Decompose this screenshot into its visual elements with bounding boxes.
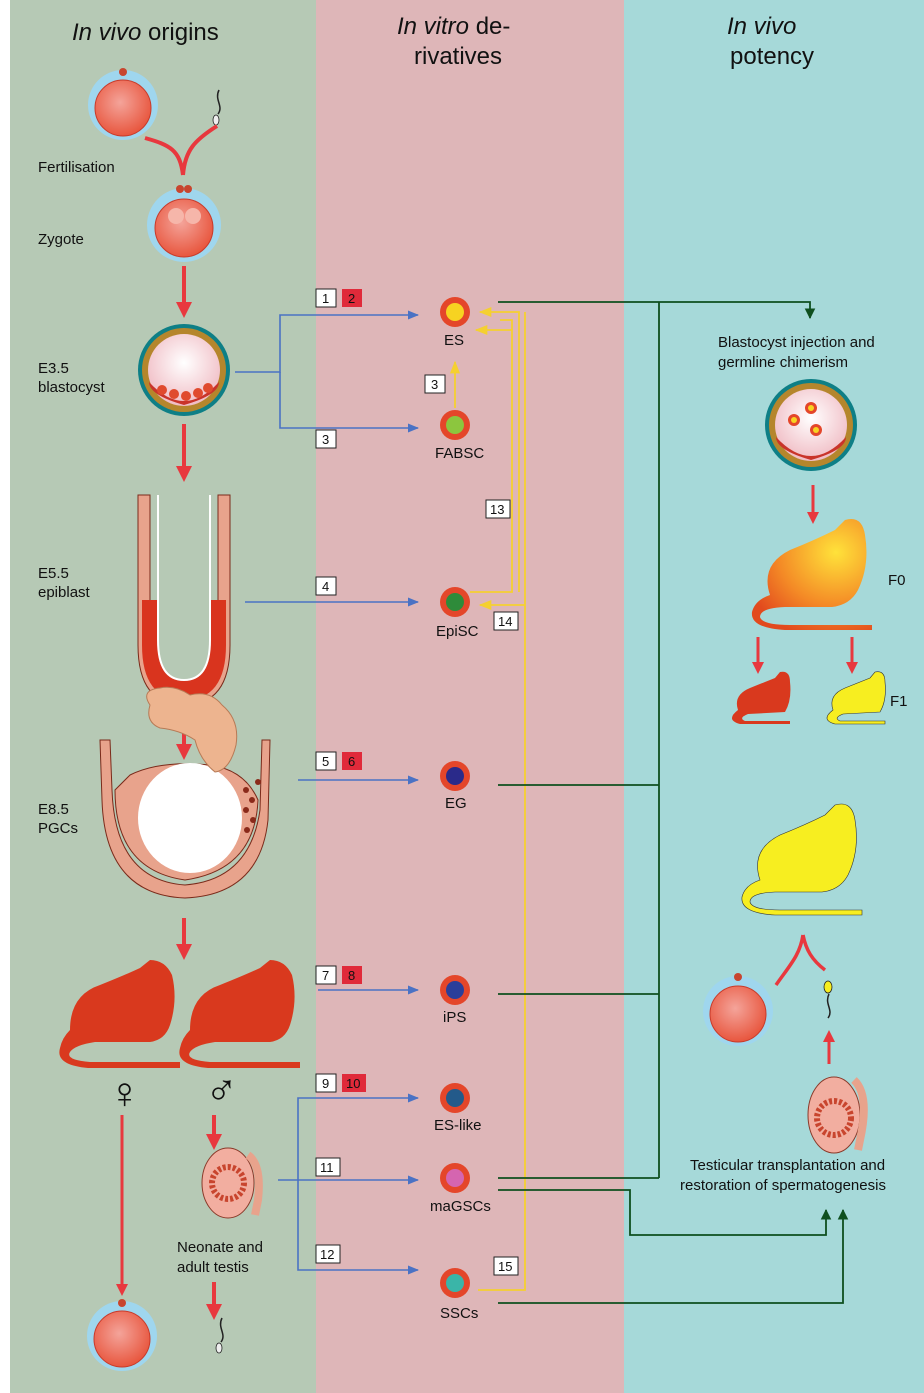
num-5: 5: [322, 754, 329, 769]
label-f0: F0: [888, 572, 906, 589]
label-epiblast: epiblast: [38, 584, 91, 601]
es-cell: [440, 297, 470, 327]
num-10: 10: [346, 1076, 360, 1091]
column-in-vitro-derivatives: [316, 0, 624, 1393]
label-episc: EpiSC: [436, 623, 479, 640]
ips-cell: [440, 975, 470, 1005]
header-in-vitro-line2: rivatives: [414, 43, 502, 70]
label-adult-testis: adult testis: [177, 1259, 249, 1276]
female-symbol: ♀: [108, 1069, 141, 1118]
num-13: 13: [490, 502, 504, 517]
label-fertilisation: Fertilisation: [38, 159, 115, 176]
header-in-vivo-origins: In vivo origins: [72, 19, 219, 46]
num-3-es: 3: [431, 377, 438, 392]
label-restoration-spermatogenesis: restoration of spermatogenesis: [680, 1177, 886, 1194]
num-2: 2: [348, 291, 355, 306]
num-4: 4: [322, 579, 329, 594]
num-7: 7: [322, 968, 329, 983]
label-es: ES: [444, 332, 464, 349]
label-zygote: Zygote: [38, 231, 84, 248]
sscs-cell: [440, 1268, 470, 1298]
label-e85: E8.5: [38, 801, 69, 818]
header-in-vitro-derivatives: In vitro de-: [397, 13, 510, 40]
magscs-cell: [440, 1163, 470, 1193]
label-f1: F1: [890, 693, 908, 710]
num-12: 12: [320, 1247, 334, 1262]
num-6: 6: [348, 754, 355, 769]
num-1: 1: [322, 291, 329, 306]
label-fabsc: FABSC: [435, 445, 484, 462]
header-in-vivo-potency: In vivo: [727, 13, 796, 40]
label-testicular-transplantation: Testicular transplantation and: [690, 1157, 885, 1174]
num-3-fabsc: 3: [322, 432, 329, 447]
blastocyst-icon: [138, 324, 230, 416]
label-blastocyst-injection: Blastocyst injection and: [718, 334, 875, 351]
label-pgcs: PGCs: [38, 820, 78, 837]
label-blastocyst: blastocyst: [38, 379, 106, 396]
num-14: 14: [498, 614, 512, 629]
label-ips: iPS: [443, 1009, 466, 1026]
num-15: 15: [498, 1259, 512, 1274]
header-in-vivo-potency-line2: potency: [730, 43, 814, 70]
num-9: 9: [322, 1076, 329, 1091]
es-like-cell: [440, 1083, 470, 1113]
label-e35: E3.5: [38, 360, 69, 377]
label-germline-chimerism: germline chimerism: [718, 354, 848, 371]
episc-cell: [440, 587, 470, 617]
label-es-like: ES-like: [434, 1117, 482, 1134]
label-sscs: SSCs: [440, 1305, 478, 1322]
label-neonate-and: Neonate and: [177, 1239, 263, 1256]
label-eg: EG: [445, 795, 467, 812]
injected-blastocyst-icon: [765, 379, 857, 471]
male-symbol: ♂: [205, 1066, 238, 1115]
eg-cell: [440, 761, 470, 791]
label-e55: E5.5: [38, 565, 69, 582]
label-magscs: maGSCs: [430, 1198, 491, 1215]
fabsc-cell: [440, 410, 470, 440]
num-8: 8: [348, 968, 355, 983]
num-11: 11: [320, 1160, 334, 1175]
